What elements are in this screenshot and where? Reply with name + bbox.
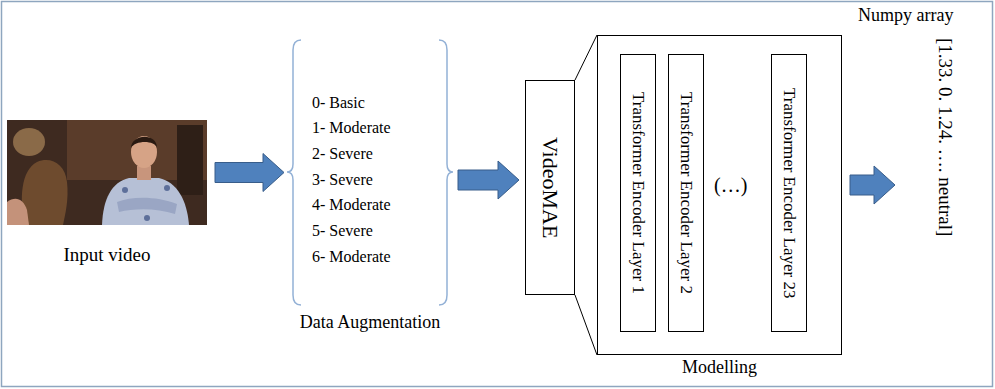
list-item: 5- Severe <box>312 218 450 244</box>
shirt-pattern <box>144 215 150 221</box>
photo-background <box>7 120 207 225</box>
shirt-pattern <box>122 187 128 193</box>
block-arrow <box>215 154 284 192</box>
zoom-lines <box>575 35 597 355</box>
layer-name: Transformer Encoder Layer 1 <box>628 92 648 294</box>
model-box: VideoMAE <box>525 80 575 295</box>
door-frame <box>177 125 203 195</box>
lamp-glow <box>13 128 45 156</box>
output-arrow <box>850 166 895 204</box>
man-neck <box>137 166 151 180</box>
man-hair <box>131 137 157 148</box>
input-video-frame: Input video <box>7 120 207 225</box>
list-item: 1- Moderate <box>312 115 450 141</box>
layer-name: Transformer Encoder Layer 2 <box>676 92 696 294</box>
shirt-pattern <box>164 185 170 191</box>
node-caption: Data Augmentation <box>270 312 470 333</box>
modelling-box: ModellingTransformer Encoder Layer 1Tran… <box>597 35 842 355</box>
left-bracket <box>287 40 301 305</box>
output-title: Numpy array <box>858 5 953 26</box>
ellipsis-label: (…) <box>714 174 747 197</box>
layer-name: Transformer Encoder Layer 23 <box>779 88 799 298</box>
augmentation-items: 0- Basic1- Moderate2- Severe3- Severe4- … <box>290 40 450 305</box>
block-arrow <box>458 161 519 199</box>
encoder-layer-box: Transformer Encoder Layer 23 <box>771 54 807 332</box>
video-frame-illustration <box>7 120 207 225</box>
list-item: 4- Moderate <box>312 192 450 218</box>
list-item: 0- Basic <box>312 90 450 116</box>
man-head <box>131 136 157 168</box>
man-arms <box>117 198 177 214</box>
node-caption: Modelling <box>598 357 841 378</box>
encoder-layer-box: Transformer Encoder Layer 2 <box>668 54 704 332</box>
output-values: [1.33. 0. 1.24. …. neutral] <box>934 38 956 236</box>
list-item: 2- Severe <box>312 141 450 167</box>
list-item: 3- Severe <box>312 167 450 193</box>
list-item: 6- Moderate <box>312 244 450 270</box>
encoder-layer-box: Transformer Encoder Layer 1 <box>620 54 656 332</box>
woman-shoulder <box>7 199 29 225</box>
augmentation-list: 0- Basic1- Moderate2- Severe3- Severe4- … <box>290 40 450 305</box>
woman-hair <box>22 160 68 225</box>
right-bracket <box>439 40 453 305</box>
node-caption: Input video <box>7 244 207 266</box>
model-name: VideoMAE <box>537 137 562 238</box>
man-shirt <box>102 178 189 225</box>
